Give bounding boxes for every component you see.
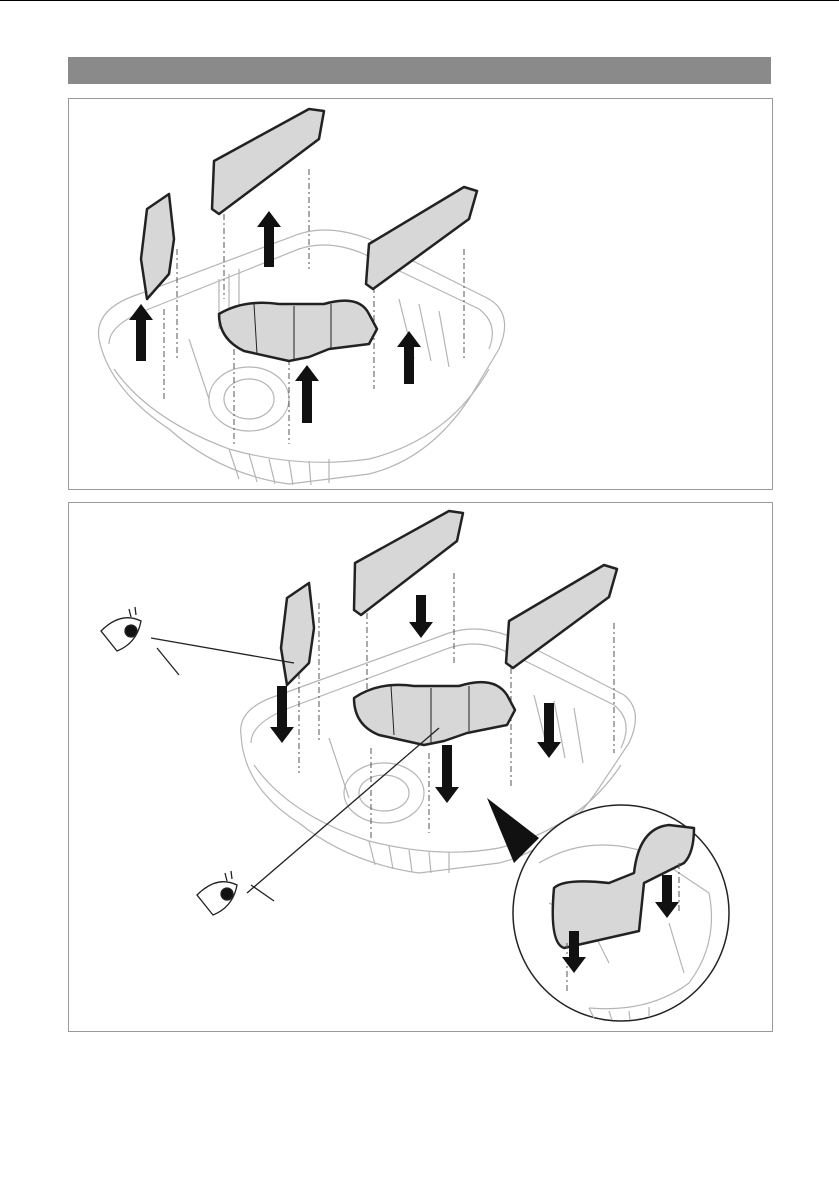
section-header-bar — [68, 57, 771, 84]
filter-right — [506, 565, 617, 668]
page-top-rule — [0, 0, 839, 1]
filter-center — [219, 301, 377, 361]
filter-left — [281, 583, 314, 685]
eye-icon — [197, 728, 439, 915]
filters-bottom — [281, 511, 617, 745]
filter-rear — [212, 109, 324, 214]
filter-right — [366, 187, 477, 289]
figure-remove-filters — [68, 98, 773, 490]
filter-rear — [354, 511, 463, 615]
filter-center — [354, 682, 515, 745]
figure-insert-filters — [68, 502, 773, 1032]
eye-icon — [101, 607, 294, 675]
magnifier-detail — [487, 798, 729, 1021]
remove-filters-drawing — [69, 99, 772, 489]
insert-filters-drawing — [69, 503, 772, 1031]
